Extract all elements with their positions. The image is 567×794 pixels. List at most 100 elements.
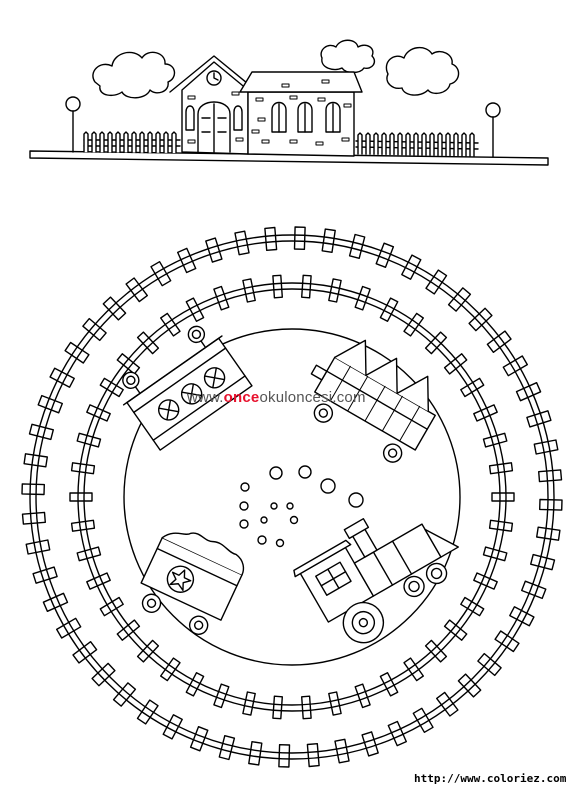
cloud-left: [92, 51, 176, 99]
station-scene: [29, 39, 549, 166]
fence-left: [83, 131, 181, 154]
circular-track: [21, 226, 563, 768]
track-sleeper: [70, 519, 96, 532]
track-sleeper: [82, 317, 107, 342]
fence-picket: [107, 131, 113, 153]
track-sleeper: [457, 673, 482, 698]
track-sleeper: [112, 682, 137, 707]
fence-picket: [429, 132, 435, 156]
track-sleeper: [424, 639, 448, 663]
fence-picket: [445, 132, 451, 157]
track-sleeper: [533, 439, 559, 455]
watermark-suffix: okuloncesi.com: [259, 389, 366, 406]
cloud-right: [385, 47, 460, 96]
star-icon: [166, 565, 195, 593]
track-sleeper: [102, 296, 127, 321]
track-sleeper: [70, 462, 96, 475]
fence-picket: [357, 132, 363, 155]
track-sleeper: [306, 743, 320, 768]
fence-picket: [413, 132, 419, 156]
track-sleeper: [521, 580, 547, 600]
fence-picket: [365, 132, 371, 155]
watermark-prefix: www.: [187, 389, 224, 406]
big-wheel: [342, 601, 385, 644]
track-sleeper: [488, 519, 514, 532]
fence-picket: [381, 132, 387, 156]
fence-picket: [147, 131, 153, 154]
track-sleeper: [272, 274, 283, 299]
fence-picket: [131, 131, 137, 154]
track-sleeper: [242, 278, 256, 303]
wagon-pipes: [122, 325, 253, 451]
track-sleeper: [482, 432, 508, 448]
track-sleeper: [189, 726, 209, 752]
locomotive: [293, 517, 459, 644]
watermark-highlight: once: [223, 389, 260, 406]
fence-picket: [389, 132, 395, 156]
track-sleeper: [21, 483, 45, 496]
track-sleeper: [213, 683, 230, 709]
track-sleeper: [539, 498, 563, 511]
track-sleeper: [536, 526, 561, 541]
wagon-star: [140, 532, 245, 635]
track-sleeper: [116, 619, 141, 641]
chimney: [343, 517, 378, 558]
station-door: [197, 101, 231, 153]
watermark: www.onceokuloncesi.com: [187, 389, 366, 406]
track-sleeper: [328, 691, 342, 716]
track-sleeper: [301, 695, 312, 720]
fence-picket: [461, 132, 467, 157]
track-sleeper: [116, 353, 141, 375]
track-sleeper: [468, 307, 493, 332]
track-sleeper: [248, 741, 263, 766]
track-sleeper: [86, 404, 111, 422]
track-sleeper: [293, 226, 306, 250]
fence-picket: [115, 131, 121, 154]
site-credit[interactable]: http://www.coloriez.com: [414, 772, 567, 785]
fence-picket: [139, 131, 145, 154]
track-sleeper: [213, 285, 230, 311]
fence-picket: [469, 132, 475, 157]
hall-windows: [271, 101, 341, 133]
fence-picket: [99, 131, 105, 153]
track-sleeper: [530, 553, 556, 571]
track-sleeper: [218, 735, 236, 761]
lamp-post-left: [65, 96, 81, 153]
fence-picket: [155, 131, 161, 154]
track-sleeper: [334, 738, 350, 764]
fence-picket: [123, 131, 129, 154]
track-sleeper: [234, 230, 250, 256]
fence-right: [355, 132, 479, 157]
track-sleeper: [354, 683, 371, 709]
track-sleeper: [69, 492, 93, 502]
cab-window: [315, 561, 352, 596]
track-sleeper: [28, 423, 54, 441]
track-sleeper: [526, 410, 552, 428]
track-sleeper: [482, 546, 508, 562]
track-sleeper: [25, 539, 51, 555]
platform: [29, 150, 549, 166]
track-sleeper: [76, 546, 102, 562]
track-sleeper: [328, 278, 342, 303]
track-sleepers: [21, 226, 563, 768]
track-sleeper: [354, 285, 371, 311]
fence-picket: [83, 131, 89, 153]
track-rails: [29, 234, 555, 760]
track-sleeper: [443, 353, 468, 375]
fence-picket: [437, 132, 443, 157]
fence-picket: [373, 132, 379, 155]
cloud-center: [320, 39, 376, 74]
track-sleeper: [538, 469, 563, 483]
track-sleeper: [473, 572, 498, 590]
track-sleeper: [272, 695, 283, 720]
track-sleeper: [447, 287, 472, 312]
track-sleeper: [301, 274, 312, 299]
track-sleeper: [375, 242, 395, 268]
track-sleeper: [443, 619, 468, 641]
track-sleeper: [136, 331, 160, 355]
smoke-puffs: [239, 465, 364, 548]
track-sleeper: [242, 691, 256, 716]
track-sleeper: [473, 404, 498, 422]
